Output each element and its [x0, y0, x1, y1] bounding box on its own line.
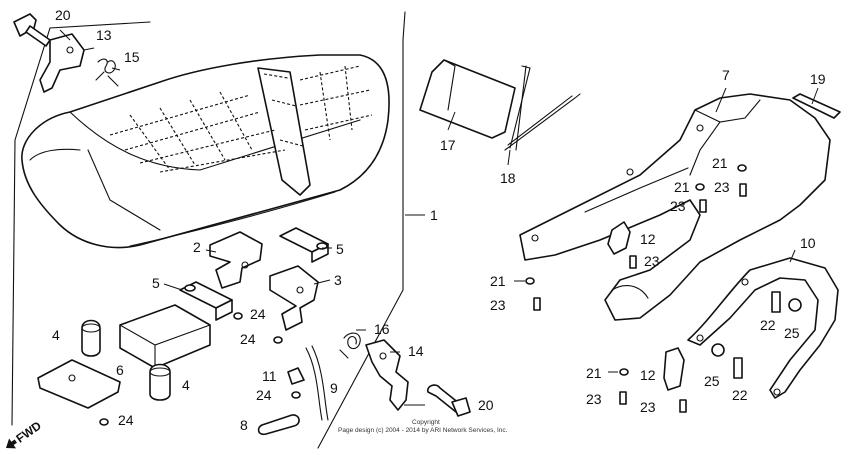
bracket-part-3[interactable]	[269, 265, 319, 331]
callout: 23	[644, 253, 660, 269]
callout: 12	[640, 231, 656, 247]
clip-part-11[interactable]	[287, 367, 305, 385]
callout: 12	[640, 367, 656, 383]
cable-part-9[interactable]	[305, 345, 329, 421]
bracket-part-12-lower[interactable]	[663, 347, 685, 391]
callout: 22	[732, 387, 748, 403]
callout: 5	[152, 275, 160, 291]
callout: 23	[490, 297, 506, 313]
grab-rail-part-10[interactable]	[687, 257, 839, 399]
callout: 21	[674, 179, 690, 195]
leader-lines	[59, 29, 819, 406]
callout: 25	[704, 373, 720, 389]
callout: 24	[250, 306, 266, 322]
spring-part-16[interactable]	[339, 332, 361, 359]
grommet-part-8[interactable]	[257, 414, 300, 436]
rubber-block-part-5-upper[interactable]	[279, 227, 329, 263]
rear-cowl-part-7[interactable]	[519, 93, 831, 321]
callout: 9	[330, 380, 338, 396]
callout: 23	[670, 198, 686, 214]
callout: 8	[240, 417, 248, 433]
bracket-part-12-upper[interactable]	[607, 221, 631, 255]
copyright-line-1: Copyright	[412, 419, 440, 426]
callout: 24	[256, 387, 272, 403]
fwd-label: FWD	[13, 418, 44, 445]
latch-part-14[interactable]	[365, 339, 409, 411]
callout: 21	[586, 365, 602, 381]
callout: 23	[640, 399, 656, 415]
pin-part-20-bottom[interactable]	[426, 384, 471, 417]
rubber-block-part-5-lower[interactable]	[179, 281, 233, 321]
callout: 6	[116, 362, 124, 378]
bracket-part-2[interactable]	[209, 231, 263, 289]
callout: 7	[722, 67, 730, 83]
forward-arrow-icon: FWD	[6, 418, 44, 449]
damper-part-4-lower[interactable]	[149, 363, 171, 401]
callout: 3	[334, 272, 342, 288]
strap-part-18[interactable]	[504, 65, 581, 151]
callout: 13	[96, 27, 112, 43]
copyright-notice: Copyright Page design (c) 2004 - 2014 by…	[338, 419, 508, 434]
callout: 15	[124, 49, 140, 65]
callout: 21	[490, 273, 506, 289]
seat-part-1[interactable]	[21, 54, 390, 249]
callout: 25	[784, 325, 800, 341]
bracket-part-13[interactable]	[39, 33, 85, 93]
callout: 11	[262, 368, 277, 384]
cushion-pad[interactable]	[119, 304, 211, 369]
callout: 20	[478, 397, 494, 413]
pin-part-20-top[interactable]	[13, 13, 51, 47]
emblem-part-19[interactable]	[792, 93, 841, 119]
callout: 24	[240, 331, 256, 347]
callout: 14	[408, 343, 424, 359]
callout: 19	[810, 71, 826, 87]
washer-parts-24[interactable]	[99, 312, 301, 426]
callout: 18	[500, 170, 516, 186]
spacers-part-22-25[interactable]	[711, 291, 802, 379]
spring-part-15[interactable]	[95, 58, 119, 87]
tool-pouch-part-17[interactable]	[419, 59, 516, 139]
callout: 20	[55, 7, 71, 23]
copyright-line-2: Page design (c) 2004 - 2014 by ARI Netwo…	[338, 427, 508, 434]
callout: 2	[193, 239, 201, 255]
callout: 24	[118, 412, 134, 428]
seat-assembly-outline	[11, 11, 406, 449]
callout: 22	[760, 317, 776, 333]
callout-labels: 20 13 15 17 18 7 19 21 21 23 23 1 2 5 12…	[52, 7, 826, 433]
rear-washers-21[interactable]	[525, 164, 747, 376]
rear-bolts-23[interactable]	[533, 183, 747, 413]
callout: 23	[586, 391, 602, 407]
callout: 21	[712, 155, 728, 171]
callout: 4	[182, 377, 190, 393]
callout: 1	[430, 207, 438, 223]
damper-part-4-upper[interactable]	[81, 319, 101, 357]
callout: 5	[336, 241, 344, 257]
callout: 16	[374, 321, 390, 337]
callout: 10	[800, 235, 816, 251]
plate-part-6[interactable]	[37, 359, 121, 409]
callout: 23	[714, 179, 730, 195]
callout: 17	[440, 137, 456, 153]
callout: 4	[52, 327, 60, 343]
